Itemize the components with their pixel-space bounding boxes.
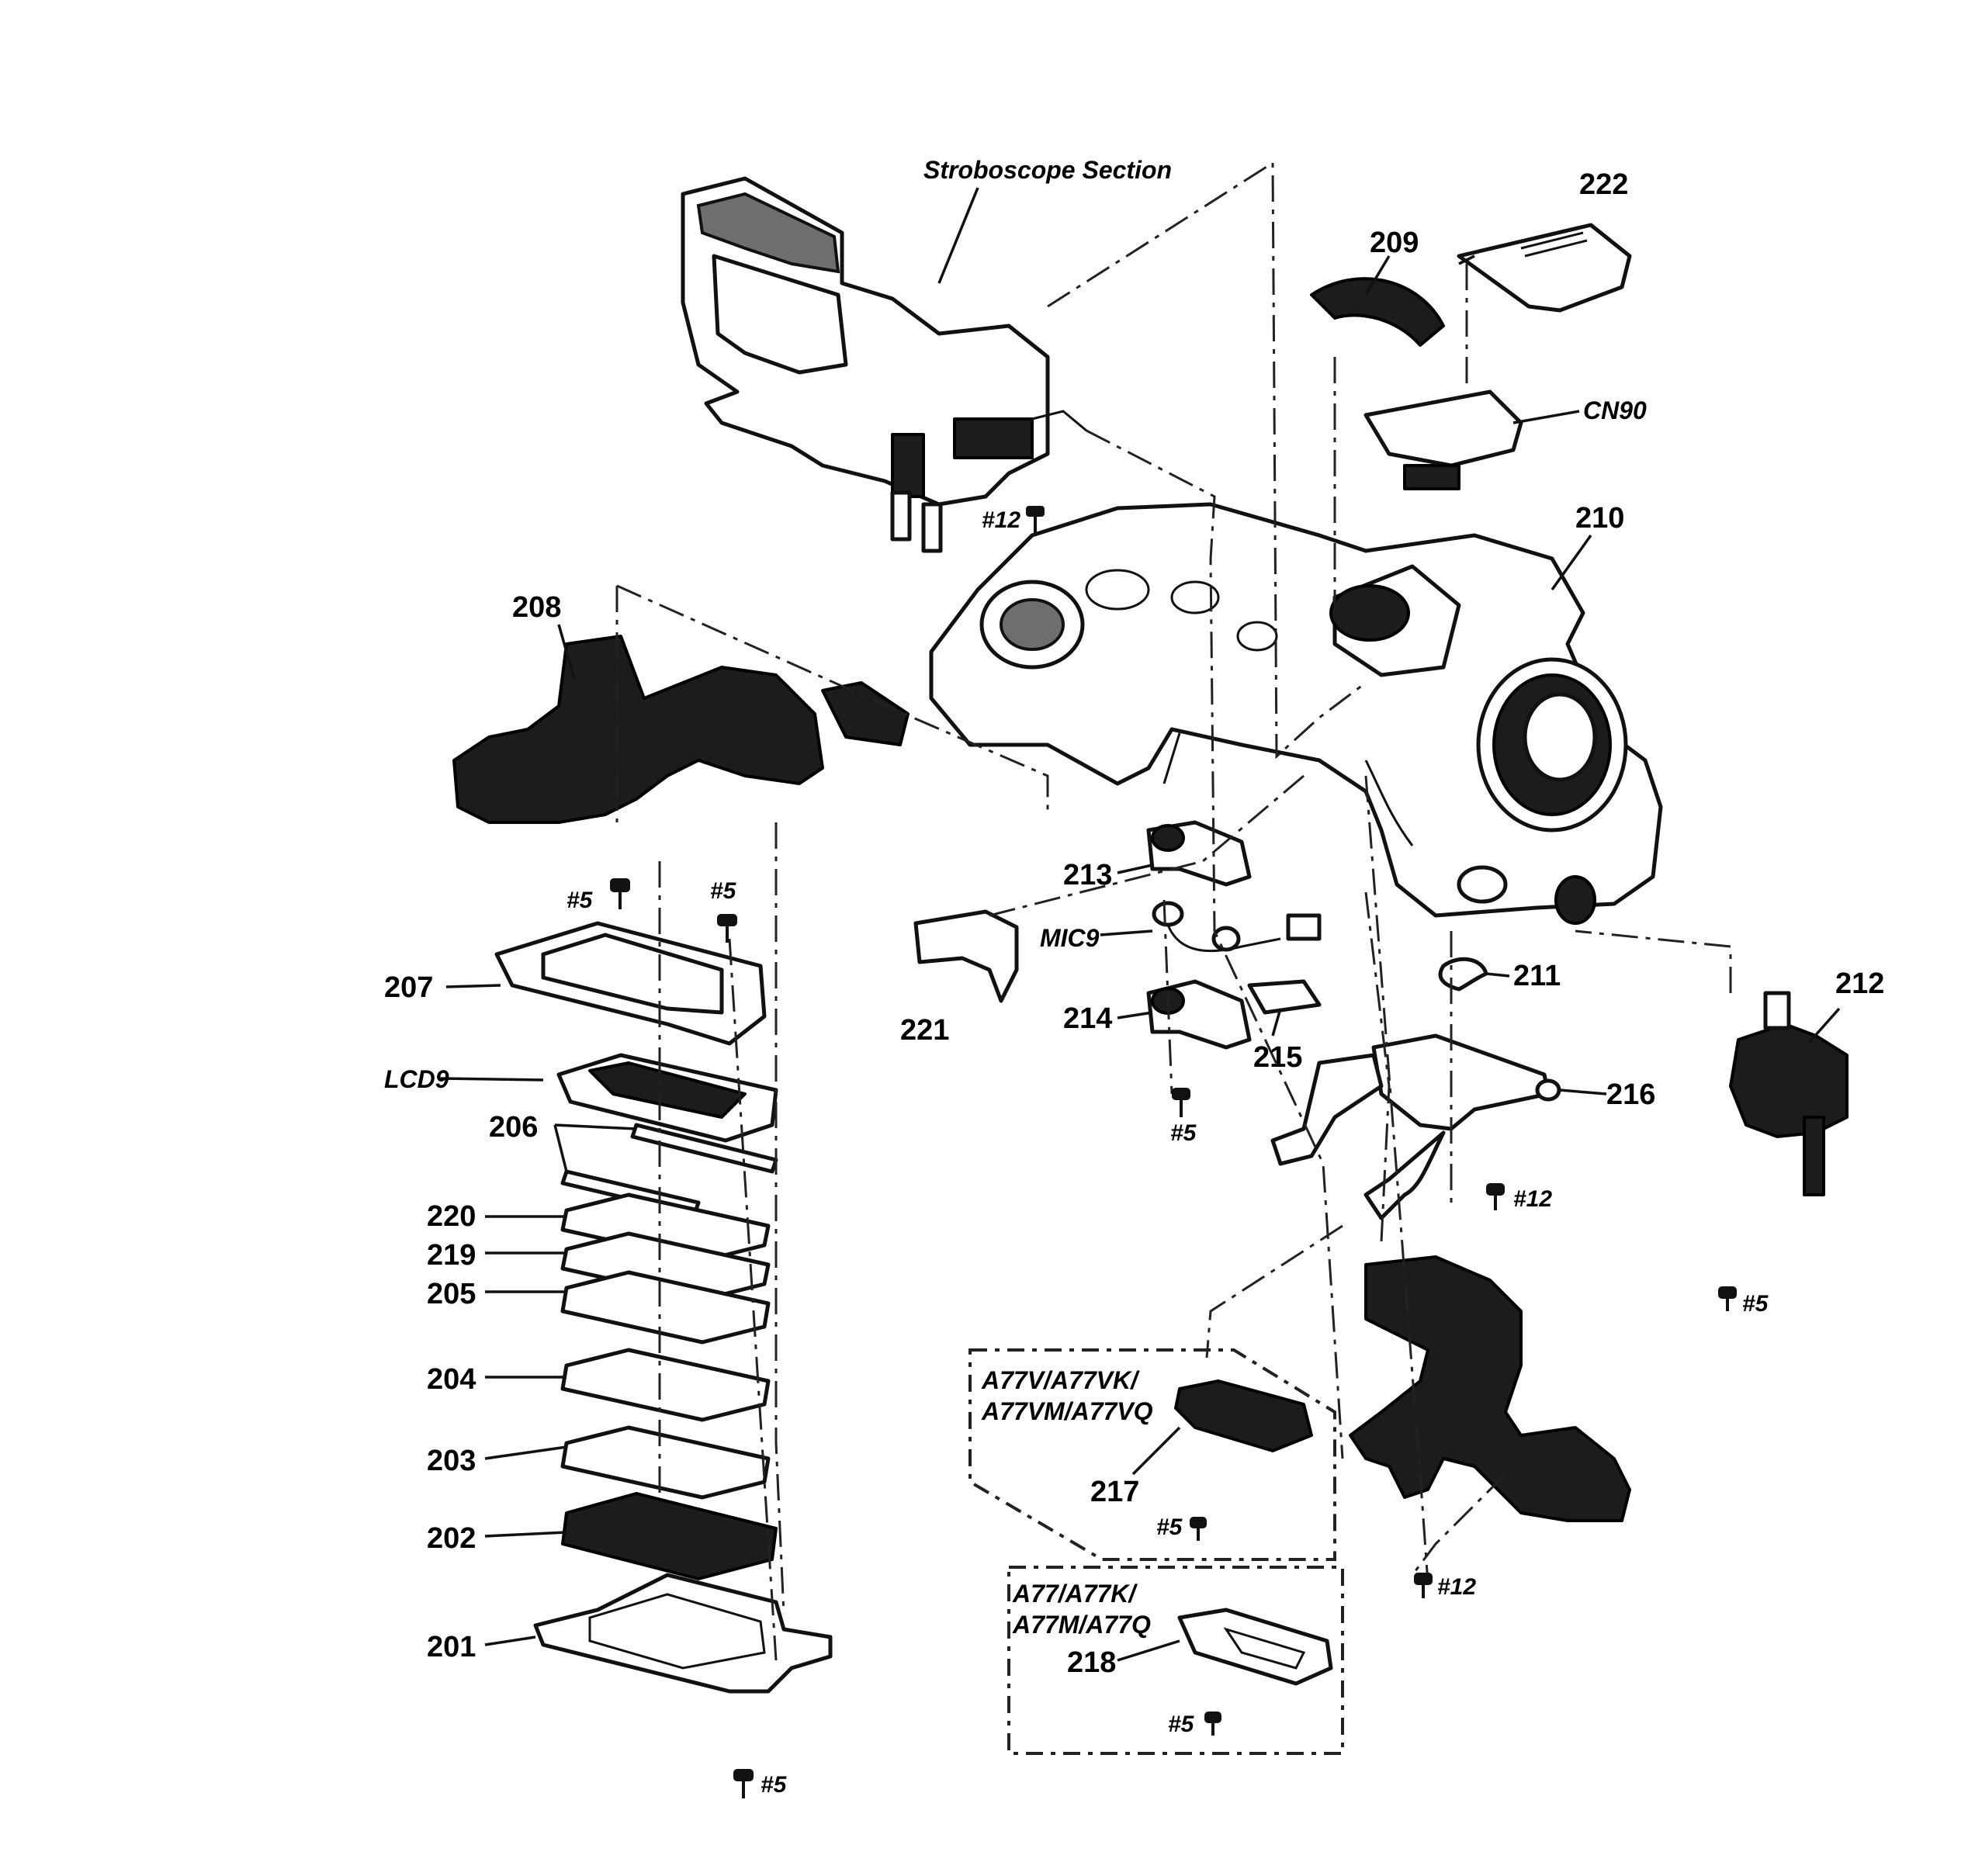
screw-12-216 <box>1486 1183 1505 1210</box>
part-203-sheet <box>560 1425 771 1500</box>
mic9-microphone <box>1152 901 1322 953</box>
leader-lines <box>440 187 1841 1662</box>
screw-label-12-top: #12 <box>982 507 1020 533</box>
label-205: 205 <box>427 1278 476 1310</box>
label-210: 210 <box>1575 502 1624 535</box>
cn90-connector <box>1363 389 1523 490</box>
label-mic9: MIC9 <box>1040 924 1100 952</box>
part-202-backlight <box>561 1492 778 1580</box>
part-219-sheet <box>560 1231 771 1302</box>
variant-217-line1: A77V/A77VK/ <box>981 1366 1140 1394</box>
label-204: 204 <box>427 1363 476 1396</box>
screw-5-208 <box>610 878 630 909</box>
screw-label-5-214: #5 <box>1170 1120 1197 1146</box>
screw-label-12-bottom: #12 <box>1437 1574 1476 1600</box>
lcd9-display <box>556 1053 778 1143</box>
part-222-cover <box>1457 223 1632 313</box>
label-221: 221 <box>900 1014 949 1047</box>
part-211-clip <box>1438 957 1488 992</box>
label-203: 203 <box>427 1445 476 1477</box>
part-213-holder <box>1146 820 1252 887</box>
label-217: 217 <box>1090 1476 1139 1508</box>
top-cover-assembly <box>929 502 1663 925</box>
part-218-plate <box>1177 1608 1333 1686</box>
part-207-frame <box>494 921 767 1046</box>
screw-label-5-207: #5 <box>710 878 737 904</box>
screw-5-207 <box>717 914 737 943</box>
variant-218-line2: A77M/A77Q <box>1012 1611 1151 1639</box>
label-212: 212 <box>1835 967 1884 1000</box>
label-220: 220 <box>427 1200 476 1233</box>
screw-label-5-218: #5 <box>1168 1712 1195 1737</box>
label-209: 209 <box>1370 227 1419 259</box>
label-213: 213 <box>1063 859 1112 891</box>
part-201-base-frame <box>533 1573 833 1694</box>
label-222: 222 <box>1579 168 1628 201</box>
label-218: 218 <box>1067 1646 1116 1679</box>
part-216-bracket <box>1270 1033 1561 1220</box>
screw-5-218 <box>1204 1712 1221 1736</box>
screw-label-5-212: #5 <box>1742 1291 1769 1317</box>
variant-box-217 <box>968 1348 1336 1561</box>
screw-5-212 <box>1718 1286 1737 1311</box>
part-208-flex-board <box>452 635 910 824</box>
screw-5-214 <box>1172 1088 1190 1117</box>
screw-label-5-217: #5 <box>1156 1514 1183 1540</box>
screw-12-bottom <box>1414 1573 1433 1598</box>
variant-217-line2: A77VM/A77VQ <box>981 1397 1153 1425</box>
part-220-sheet <box>560 1192 771 1263</box>
screw-5-217 <box>1190 1517 1207 1541</box>
label-206: 206 <box>489 1111 538 1144</box>
stroboscope-section-label: Stroboscope Section <box>923 156 1172 184</box>
part-217-board <box>1174 1379 1313 1452</box>
screw-label-5-208: #5 <box>567 888 594 913</box>
label-214: 214 <box>1063 1002 1112 1035</box>
stroboscope-section-assembly <box>681 176 1087 553</box>
label-201: 201 <box>427 1631 476 1663</box>
screw-label-12-216: #12 <box>1513 1186 1552 1212</box>
part-212-assembly <box>1729 991 1849 1196</box>
part-206-strips <box>560 1123 778 1217</box>
main-flex-board <box>1349 1255 1631 1522</box>
part-205-sheet <box>560 1270 771 1345</box>
part-221-bracket <box>913 909 1019 1003</box>
label-cn90: CN90 <box>1583 396 1647 424</box>
label-211: 211 <box>1513 960 1561 992</box>
label-208: 208 <box>512 591 561 624</box>
label-202: 202 <box>427 1522 476 1555</box>
variant-218-line1: A77/A77K/ <box>1012 1580 1138 1608</box>
variant-box-218 <box>1007 1566 1344 1755</box>
screw-label-5-201: #5 <box>761 1772 788 1798</box>
part-209-arc <box>1310 277 1445 347</box>
label-215: 215 <box>1253 1041 1302 1074</box>
assembly-guide-lines <box>615 161 1732 1661</box>
part-204-sheet <box>560 1348 771 1422</box>
part-214-holder <box>1146 979 1252 1050</box>
label-219: 219 <box>427 1239 476 1272</box>
part-215-sheet <box>1247 979 1322 1015</box>
label-207: 207 <box>384 971 433 1004</box>
screw-12-top <box>1026 506 1045 535</box>
label-216: 216 <box>1606 1078 1655 1111</box>
label-lcd9: LCD9 <box>384 1065 449 1093</box>
screw-5-201 <box>733 1769 754 1798</box>
